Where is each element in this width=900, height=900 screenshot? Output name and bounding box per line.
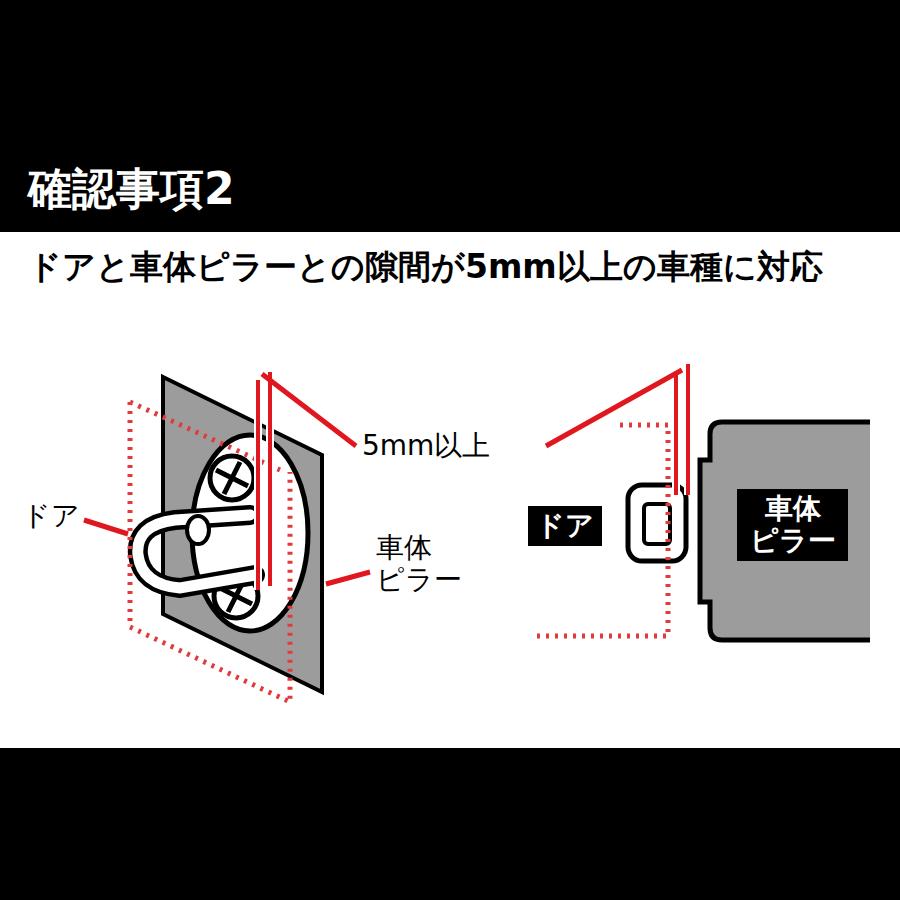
white-panel bbox=[0, 232, 900, 748]
striker-loop bbox=[138, 515, 255, 588]
part-name: 車体 ピラー bbox=[376, 532, 471, 596]
label-box: ドア bbox=[528, 506, 602, 546]
part-name: ドア bbox=[22, 500, 80, 532]
label-box: 車体 ピラー bbox=[737, 489, 848, 561]
striker-loop bbox=[138, 515, 255, 588]
bolt bbox=[210, 456, 258, 618]
leader-line bbox=[546, 370, 682, 446]
leader-line bbox=[84, 520, 128, 534]
leader-line bbox=[326, 572, 370, 584]
pillar-plate bbox=[163, 377, 322, 692]
leader-line bbox=[262, 374, 356, 446]
striker-loop bbox=[628, 485, 686, 561]
title: 確認事項2 bbox=[28, 160, 235, 219]
dimension: 5mm以上 bbox=[362, 430, 490, 462]
box-text: ドア bbox=[536, 510, 594, 542]
striker-end bbox=[187, 516, 209, 544]
box-text: 車体 ピラー bbox=[745, 493, 840, 557]
gap-lines bbox=[258, 372, 270, 590]
gap-lines bbox=[676, 364, 688, 495]
subtitle: ドアと車体ピラーとの隙間が5mm以上の車種に対応 bbox=[28, 248, 823, 286]
pillar bbox=[700, 422, 870, 640]
